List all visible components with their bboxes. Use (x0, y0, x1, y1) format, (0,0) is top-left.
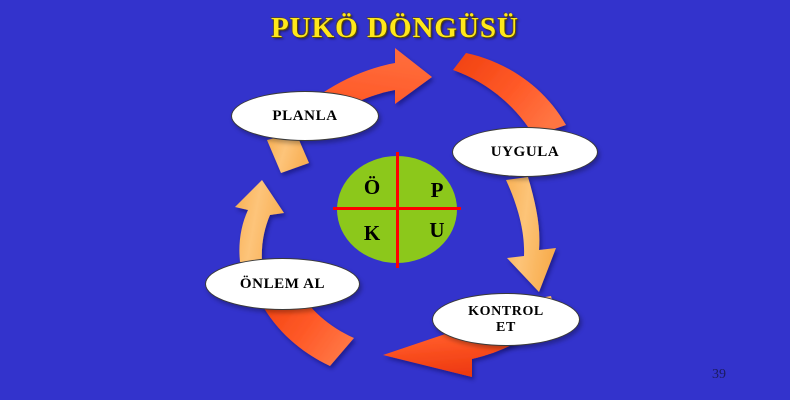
cycle-node-onlem-al[interactable]: ÖNLEM AL (205, 258, 360, 310)
quadrant-label-k: K (363, 221, 381, 245)
quadrant-label-o: Ö (363, 175, 381, 199)
arrow-onlem-to-planla (235, 180, 284, 262)
arrow-band-to-uygula (453, 53, 566, 136)
center-divider-horizontal (333, 207, 461, 210)
center-divider-vertical (396, 152, 399, 268)
arrow-segment-planla (267, 133, 309, 173)
cycle-node-uygula[interactable]: UYGULA (452, 127, 598, 177)
arrow-uygula-to-kontrol (506, 177, 556, 292)
quadrant-label-p: P (430, 178, 444, 202)
quadrant-label-u: U (429, 218, 445, 242)
page-title: PUKÖ DÖNGÜSÜ (270, 12, 520, 44)
page-number: 39 (712, 367, 726, 382)
cycle-node-planla[interactable]: PLANLA (231, 91, 379, 141)
